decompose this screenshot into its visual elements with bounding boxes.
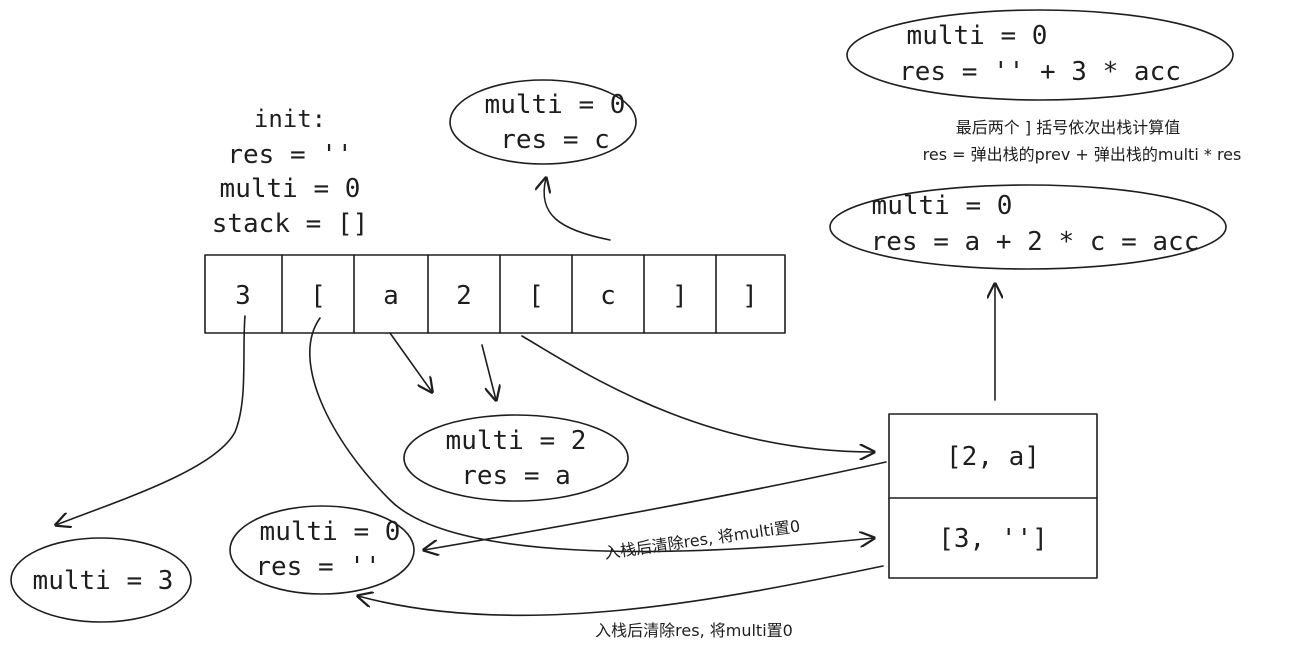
init-line-2: res = '' — [227, 140, 352, 170]
state-line: multi = 2 — [446, 426, 587, 456]
input-cell: ] — [672, 281, 688, 311]
state-line: multi = 0 — [872, 191, 1013, 221]
state-line: res = '' — [255, 552, 380, 582]
init-line-4: stack = [] — [212, 209, 369, 239]
input-array-border — [204, 254, 786, 334]
input-cell: 2 — [456, 281, 472, 311]
state-line: res = a + 2 * c = acc — [871, 227, 1200, 257]
stack: [2, a] [3, ''] — [888, 413, 1098, 579]
state-line: res = '' + 3 * acc — [899, 57, 1181, 87]
arrow-stack-bottom-to-state — [358, 565, 884, 617]
state-line: multi = 0 — [260, 517, 401, 547]
arrow-2-to-state — [481, 344, 496, 400]
state-after-c: multi = 0 res = c — [449, 79, 637, 165]
arrows — [56, 178, 995, 617]
arrow-bracket-to-stack-top — [521, 335, 874, 452]
input-cell: a — [383, 281, 399, 311]
state-line: res = a — [461, 461, 571, 491]
arrow-bracket-to-stack-bottom — [309, 317, 874, 553]
state-ellipse — [846, 9, 1234, 101]
init-line-3: multi = 0 — [220, 174, 361, 204]
stack-bottom-frame: [3, ''] — [938, 524, 1048, 554]
state-ellipse — [10, 537, 192, 623]
state-line: multi = 3 — [33, 566, 174, 596]
input-cell: [ — [528, 281, 544, 311]
state-line: multi = 0 — [485, 90, 626, 120]
input-array: 3 [ a 2 [ c ] ] — [204, 254, 786, 334]
arrow-stack-top-to-state — [424, 461, 887, 550]
input-cell: c — [600, 281, 616, 311]
push-note-1: 入栈后清除res, 将multi置0 — [603, 516, 801, 562]
stack-border — [888, 413, 1098, 579]
input-cell: 3 — [235, 281, 251, 311]
state-line: multi = 0 — [907, 21, 1048, 51]
push-note-2: 入栈后清除res, 将multi置0 — [595, 621, 793, 640]
state-first-push: multi = 0 res = '' — [229, 505, 415, 595]
arrow-3-to-multi — [56, 315, 246, 525]
state-after-3: multi = 3 — [10, 537, 192, 623]
input-cell: ] — [742, 281, 758, 311]
pop-note-line-2: res = 弹出栈的prev + 弹出栈的multi * res — [923, 145, 1242, 164]
state-first-pop: multi = 0 res = a + 2 * c = acc — [829, 184, 1227, 270]
state-ellipse — [229, 505, 415, 595]
state-final: multi = 0 res = '' + 3 * acc — [846, 9, 1234, 101]
arrow-a-to-state — [389, 332, 432, 392]
stack-top-frame: [2, a] — [946, 442, 1040, 472]
arrow-c-to-state — [544, 178, 611, 241]
input-cell: [ — [310, 281, 326, 311]
state-line: res = c — [500, 125, 610, 155]
pop-note-line-1: 最后两个 ] 括号依次出栈计算值 — [956, 118, 1180, 137]
state-ellipse — [403, 414, 629, 502]
state-ellipse — [829, 184, 1227, 270]
init-line-1: init: — [254, 105, 326, 133]
state-ellipse — [449, 79, 637, 165]
init-block: init: res = '' multi = 0 stack = [] — [212, 105, 369, 239]
state-after-a2: multi = 2 res = a — [403, 414, 629, 502]
